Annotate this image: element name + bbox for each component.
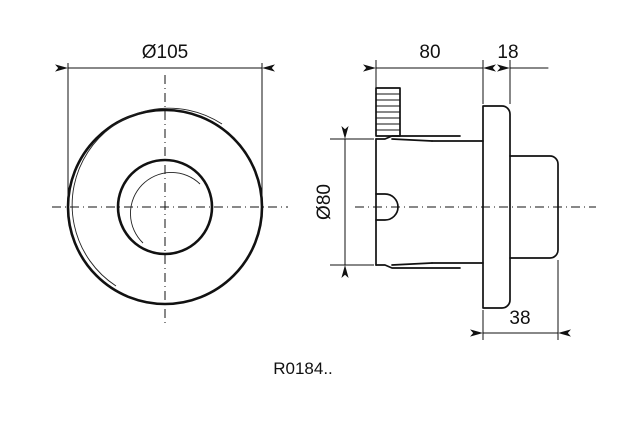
- dimension-label-80: 80: [419, 42, 440, 63]
- body-side-notch: [375, 193, 399, 221]
- front-view: Ø105: [52, 42, 288, 325]
- body-top-lip-taper: [391, 138, 433, 142]
- body-bottom-edge: [375, 264, 461, 269]
- outer-spiral-arc: [71, 107, 223, 287]
- mounting-flange: [482, 105, 511, 309]
- dimension-label-dia105: Ø105: [142, 42, 188, 63]
- inner-circle-boss: [116, 158, 214, 256]
- flange-outline: [482, 105, 511, 309]
- dimension-label-18: 18: [497, 42, 518, 63]
- side-section-view: 80 18 Ø80 38: [314, 42, 596, 340]
- nose-spout: [509, 155, 559, 259]
- knurled-lever: [375, 87, 401, 137]
- dimension-label-38: 38: [509, 308, 530, 329]
- body-bottom-lip-taper: [391, 262, 433, 266]
- body-top-edge: [375, 135, 461, 140]
- inner-spiral-arc: [130, 172, 201, 244]
- cylinder-body: [375, 135, 484, 269]
- part-code-label: R0184..: [273, 359, 333, 378]
- outer-circle-dia105: [66, 108, 264, 306]
- nose-outline: [509, 155, 559, 259]
- dimension-label-dia80: Ø80: [314, 184, 335, 220]
